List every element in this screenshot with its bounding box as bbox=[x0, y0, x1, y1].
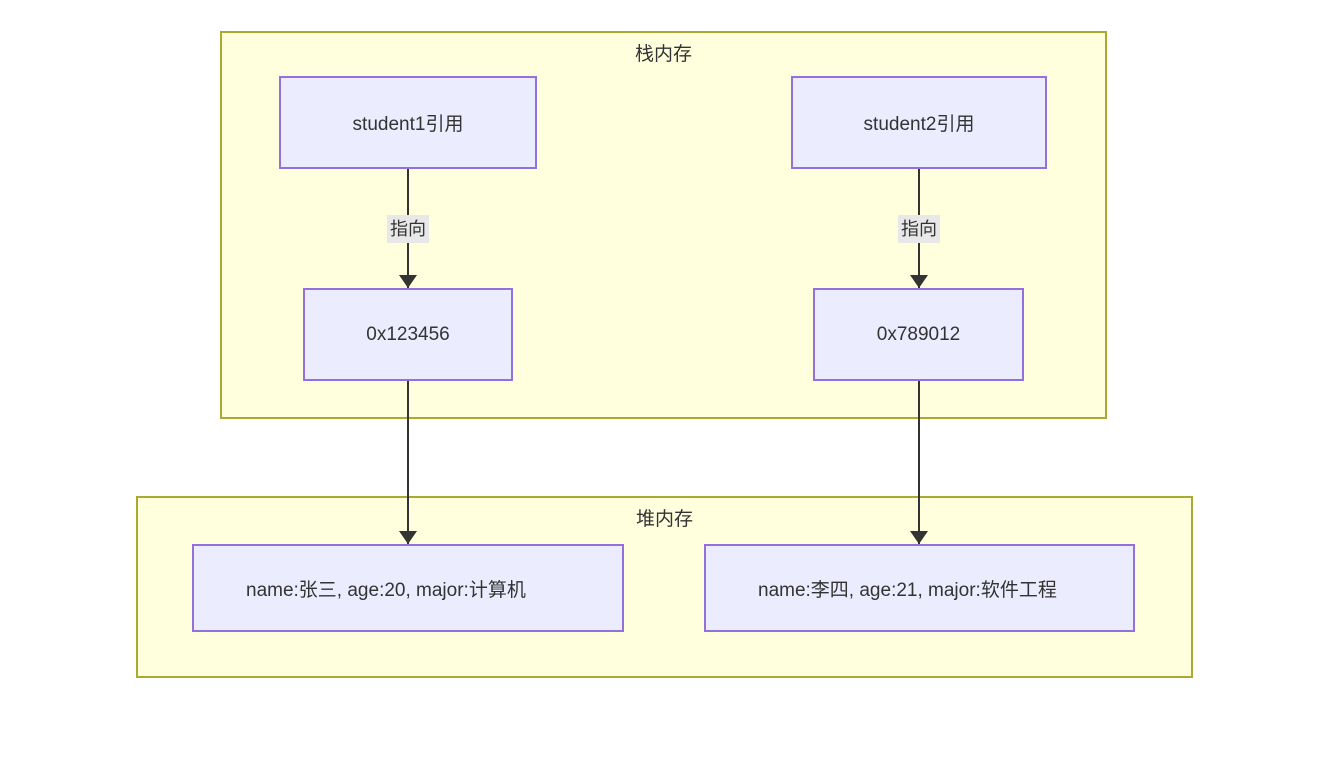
edge-addr2-to-heap2-line bbox=[918, 381, 920, 544]
edge-student2-to-addr2-label: 指向 bbox=[898, 215, 940, 243]
node-student1-reference-label: student1引用 bbox=[352, 114, 464, 135]
region-heap-memory-title: 堆内存 bbox=[635, 509, 693, 530]
node-heap-object-lisi[interactable]: name:李四, age:21, major:软件工程 bbox=[704, 544, 1135, 632]
node-student2-reference[interactable]: student2引用 bbox=[791, 76, 1047, 169]
edge-student2-to-addr2-arrowhead-icon bbox=[910, 275, 928, 288]
edge-student1-to-addr1-arrowhead-icon bbox=[399, 275, 417, 288]
node-student1-reference[interactable]: student1引用 bbox=[279, 76, 537, 169]
node-student2-reference-label: student2引用 bbox=[863, 114, 975, 135]
edge-addr1-to-heap1-line bbox=[407, 381, 409, 544]
node-heap-object-lisi-label: name:李四, age:21, major:软件工程 bbox=[758, 579, 1057, 601]
region-stack-memory-title: 栈内存 bbox=[634, 44, 692, 65]
edge-addr2-to-heap2-arrowhead-icon bbox=[910, 531, 928, 544]
node-address-0x789012[interactable]: 0x789012 bbox=[813, 288, 1024, 381]
node-heap-object-zhangsan[interactable]: name:张三, age:20, major:计算机 bbox=[192, 544, 624, 632]
node-address-0x789012-label: 0x789012 bbox=[876, 323, 961, 345]
node-address-0x123456-label: 0x123456 bbox=[366, 323, 450, 345]
edge-student1-to-addr1-label: 指向 bbox=[387, 215, 429, 243]
node-address-0x123456[interactable]: 0x123456 bbox=[303, 288, 513, 381]
edge-addr1-to-heap1-arrowhead-icon bbox=[399, 531, 417, 544]
node-heap-object-zhangsan-label: name:张三, age:20, major:计算机 bbox=[246, 579, 526, 601]
